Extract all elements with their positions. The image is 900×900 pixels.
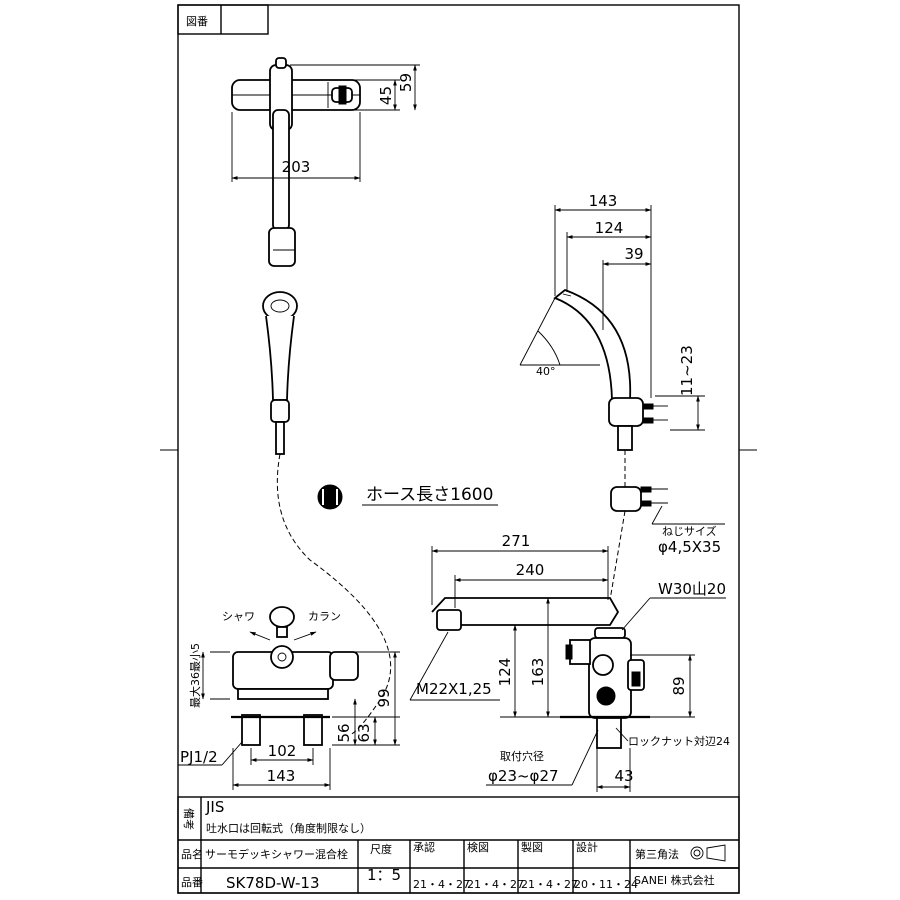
spout-nozzle-thread: M22X1,25 bbox=[416, 680, 492, 698]
front-knob bbox=[269, 606, 295, 628]
hose-section-icon bbox=[317, 484, 343, 510]
front-dim-63: 63 bbox=[355, 723, 373, 742]
top-view-spout-tip bbox=[268, 227, 296, 267]
check-date: 21・4・27 bbox=[467, 878, 524, 891]
company-name: SANEI 株式会社 bbox=[634, 873, 715, 887]
projection-label: 第三角法 bbox=[635, 847, 679, 861]
note-2: 吐水口は回転式（角度制限なし） bbox=[206, 821, 371, 835]
locknut-label: ロックナット対辺24 bbox=[628, 734, 730, 748]
notes-label: 備考 bbox=[182, 808, 195, 830]
drawing-no-label: 図番 bbox=[186, 15, 208, 28]
mount-hole-value: φ23~φ27 bbox=[488, 767, 559, 785]
front-inlet-left bbox=[241, 714, 261, 746]
shower-grip bbox=[265, 315, 295, 401]
side-view: 40° 143 124 39 11~23 ねじサイズ φ4,5X35 bbox=[519, 192, 725, 601]
design-label: 設計 bbox=[576, 840, 598, 854]
front-dim-99: 99 bbox=[375, 688, 393, 707]
design-date: 20・11・24 bbox=[574, 878, 638, 891]
scale-value: 1：5 bbox=[367, 866, 401, 884]
top-dim-45: 45 bbox=[377, 86, 395, 105]
side-shower-head bbox=[553, 288, 632, 401]
front-dim-56: 56 bbox=[335, 723, 353, 742]
hand-shower bbox=[262, 291, 392, 736]
side-dim-143: 143 bbox=[589, 192, 618, 210]
spout-outlet bbox=[436, 609, 462, 631]
front-inlet-right bbox=[303, 714, 323, 746]
approve-label: 承認 bbox=[413, 840, 435, 854]
third-angle-projection-icon bbox=[690, 844, 726, 862]
name-value: サーモデッキシャワー混合栓 bbox=[205, 847, 348, 861]
top-dim-59: 59 bbox=[397, 73, 415, 92]
hose-line bbox=[276, 453, 392, 736]
name-label: 品名 bbox=[181, 847, 203, 861]
drawing-no-box bbox=[177, 4, 269, 35]
spout-dim-163: 163 bbox=[529, 658, 547, 687]
hose-length-label: ホース長さ1600 bbox=[366, 485, 493, 505]
spout-dim-271: 271 bbox=[502, 532, 531, 550]
side-holder bbox=[608, 397, 644, 427]
screw-size-label: ねじサイズ bbox=[662, 524, 717, 538]
top-view: 45 59 203 bbox=[231, 57, 420, 267]
title-block: 備考 JIS 吐水口は回転式（角度制限なし） 品名 サーモデッキシャワー混合栓 … bbox=[177, 796, 740, 894]
front-view: シャワ カラン 最大36最小5 99 63 56 102 143 bbox=[178, 606, 400, 790]
front-label-shower: シャワ bbox=[222, 610, 255, 623]
top-dim-203: 203 bbox=[282, 158, 311, 176]
front-dim-143: 143 bbox=[267, 767, 296, 785]
scale-label: 尺度 bbox=[370, 842, 392, 856]
spout-view: 271 240 W30山20 M22X1,25 124 163 89 ロックナッ… bbox=[409, 532, 730, 792]
wall-bracket bbox=[610, 486, 642, 512]
draw-date: 21・4・27 bbox=[521, 878, 578, 891]
screw-size-value: φ4,5X35 bbox=[658, 538, 721, 556]
approve-date: 21・4・27 bbox=[413, 878, 470, 891]
note-1: JIS bbox=[205, 798, 224, 816]
front-pipe-size: PJ1/2 bbox=[180, 748, 218, 766]
spout-dim-89: 89 bbox=[670, 676, 688, 695]
front-max-min: 最大36最小5 bbox=[188, 643, 202, 708]
spout-inlet bbox=[596, 717, 622, 749]
number-value: SK78D-W-13 bbox=[226, 874, 320, 892]
front-label-spout: カラン bbox=[308, 610, 341, 623]
front-dim-102: 102 bbox=[268, 742, 297, 760]
spout-dim-43: 43 bbox=[614, 767, 633, 785]
mount-hole-title: 取付穴径 bbox=[500, 749, 544, 763]
spout-arm bbox=[431, 597, 620, 626]
spout-dim-240: 240 bbox=[516, 561, 545, 579]
side-dim-range: 11~23 bbox=[678, 345, 696, 396]
side-angle: 40° bbox=[536, 365, 556, 378]
spout-dim-124: 124 bbox=[496, 658, 514, 687]
side-dim-39: 39 bbox=[624, 245, 643, 263]
spout-body bbox=[588, 637, 632, 719]
side-dim-124: 124 bbox=[595, 219, 624, 237]
shower-head bbox=[262, 291, 298, 321]
spout-thread: W30山20 bbox=[658, 580, 726, 598]
number-label: 品番 bbox=[181, 876, 203, 889]
draw-label: 製図 bbox=[521, 840, 543, 854]
check-label: 検図 bbox=[467, 840, 489, 854]
